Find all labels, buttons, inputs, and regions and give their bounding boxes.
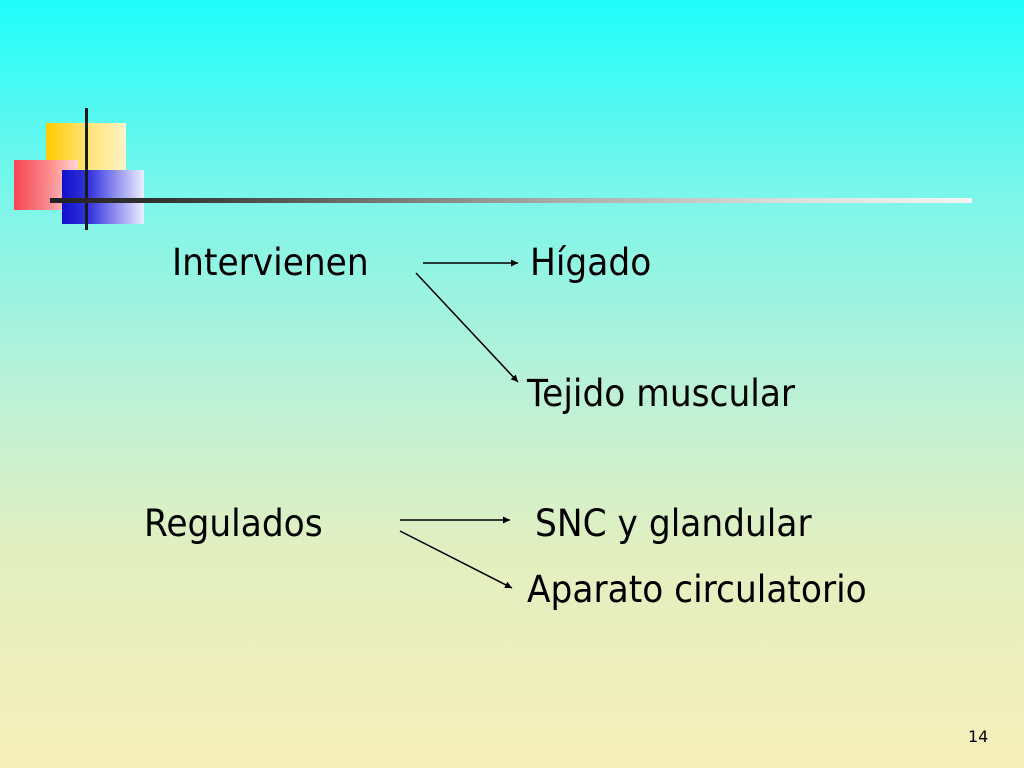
label-regulados: Regulados xyxy=(144,502,323,545)
arrow-regulados-aparato xyxy=(399,530,513,589)
label-higado: Hígado xyxy=(530,241,652,284)
arrow-intervienen-tejido xyxy=(415,272,519,383)
vertical-rule xyxy=(85,108,88,230)
title-rule xyxy=(50,198,972,203)
label-snc-glandular: SNC y glandular xyxy=(535,502,812,545)
label-tejido-muscular: Tejido muscular xyxy=(527,372,796,415)
page-number: 14 xyxy=(968,727,989,746)
label-intervienen: Intervienen xyxy=(172,241,369,284)
label-aparato-circulatorio: Aparato circulatorio xyxy=(527,568,867,611)
blue-square xyxy=(62,170,144,224)
